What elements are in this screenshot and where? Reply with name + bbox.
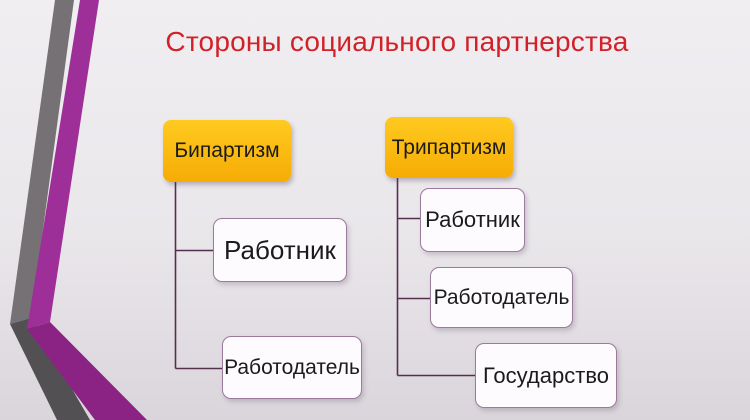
node-bipartism-header: Бипартизм: [163, 120, 291, 182]
node-tripartism-worker: Работник: [420, 188, 525, 252]
gray-ribbon-lower: [10, 318, 90, 420]
node-tripartism-state: Государство: [475, 343, 617, 408]
node-bipartism-worker: Работник: [213, 218, 347, 282]
slide-title: Стороны социального партнерства: [165, 26, 629, 57]
purple-ribbon-lower: [27, 322, 147, 420]
node-tripartism-header: Трипартизм: [385, 117, 513, 178]
node-bipartism-employer: Работодатель: [222, 336, 362, 399]
node-tripartism-employer: Работодатель: [430, 267, 573, 328]
